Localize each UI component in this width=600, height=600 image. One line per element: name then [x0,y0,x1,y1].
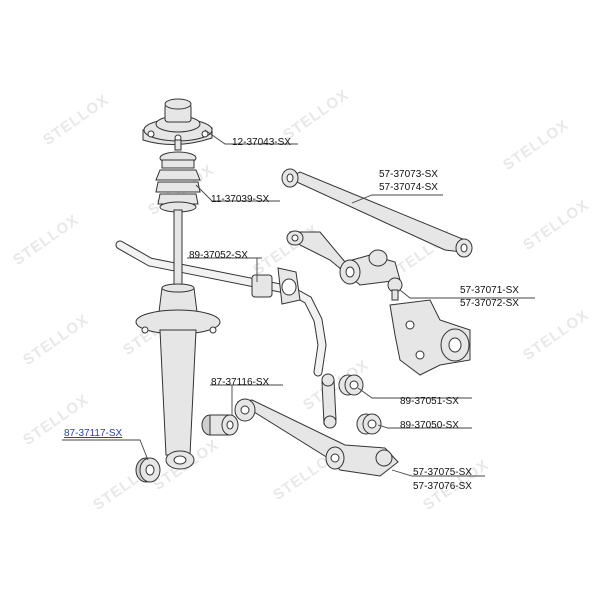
leader-lines [62,129,535,477]
arm-bushing-2[interactable] [356,413,382,435]
part-label-upper-arm-front[interactable]: 57-37073-SX [379,169,438,180]
part-label-arm-bushing-1[interactable]: 87-37116-SX [211,377,270,388]
part-label-lower-arm-left[interactable]: 57-37075-SX [413,467,472,478]
bump-stop[interactable] [155,151,201,213]
strut-mount[interactable] [142,98,213,151]
stabilizer-link [321,373,337,429]
arm-bushing-1[interactable] [201,414,239,436]
part-label-shock-bushing[interactable]: 87-37117-SX [64,428,123,439]
part-label-lower-arm-right[interactable]: 57-37076-SX [413,481,472,492]
part-label-upper-control-arm-left[interactable]: 57-37071-SX [460,285,519,296]
part-label-arm-bushing-2[interactable]: 89-37050-SX [400,420,459,431]
stabilizer-bushing[interactable] [251,267,301,305]
part-label-bump-stop[interactable]: 11-37039-SX [211,194,270,205]
part-label-link-bushing[interactable]: 89-37051-SX [400,396,459,407]
shock-absorber [135,209,221,470]
part-label-strut-mount[interactable]: 12-37043-SX [232,137,291,148]
shock-bushing[interactable] [135,457,161,483]
part-label-upper-arm-rear[interactable]: 57-37074-SX [379,182,438,193]
upper-control-arm[interactable] [286,230,403,301]
part-label-stabilizer-bushing[interactable]: 89-37052-SX [189,250,248,261]
lower-arm[interactable] [234,398,399,477]
stabilizer-bar [115,240,327,377]
steering-knuckle [389,299,471,376]
upper-arm[interactable] [281,168,473,258]
part-label-upper-control-arm-right[interactable]: 57-37072-SX [460,298,519,309]
link-bushing[interactable] [338,374,364,396]
